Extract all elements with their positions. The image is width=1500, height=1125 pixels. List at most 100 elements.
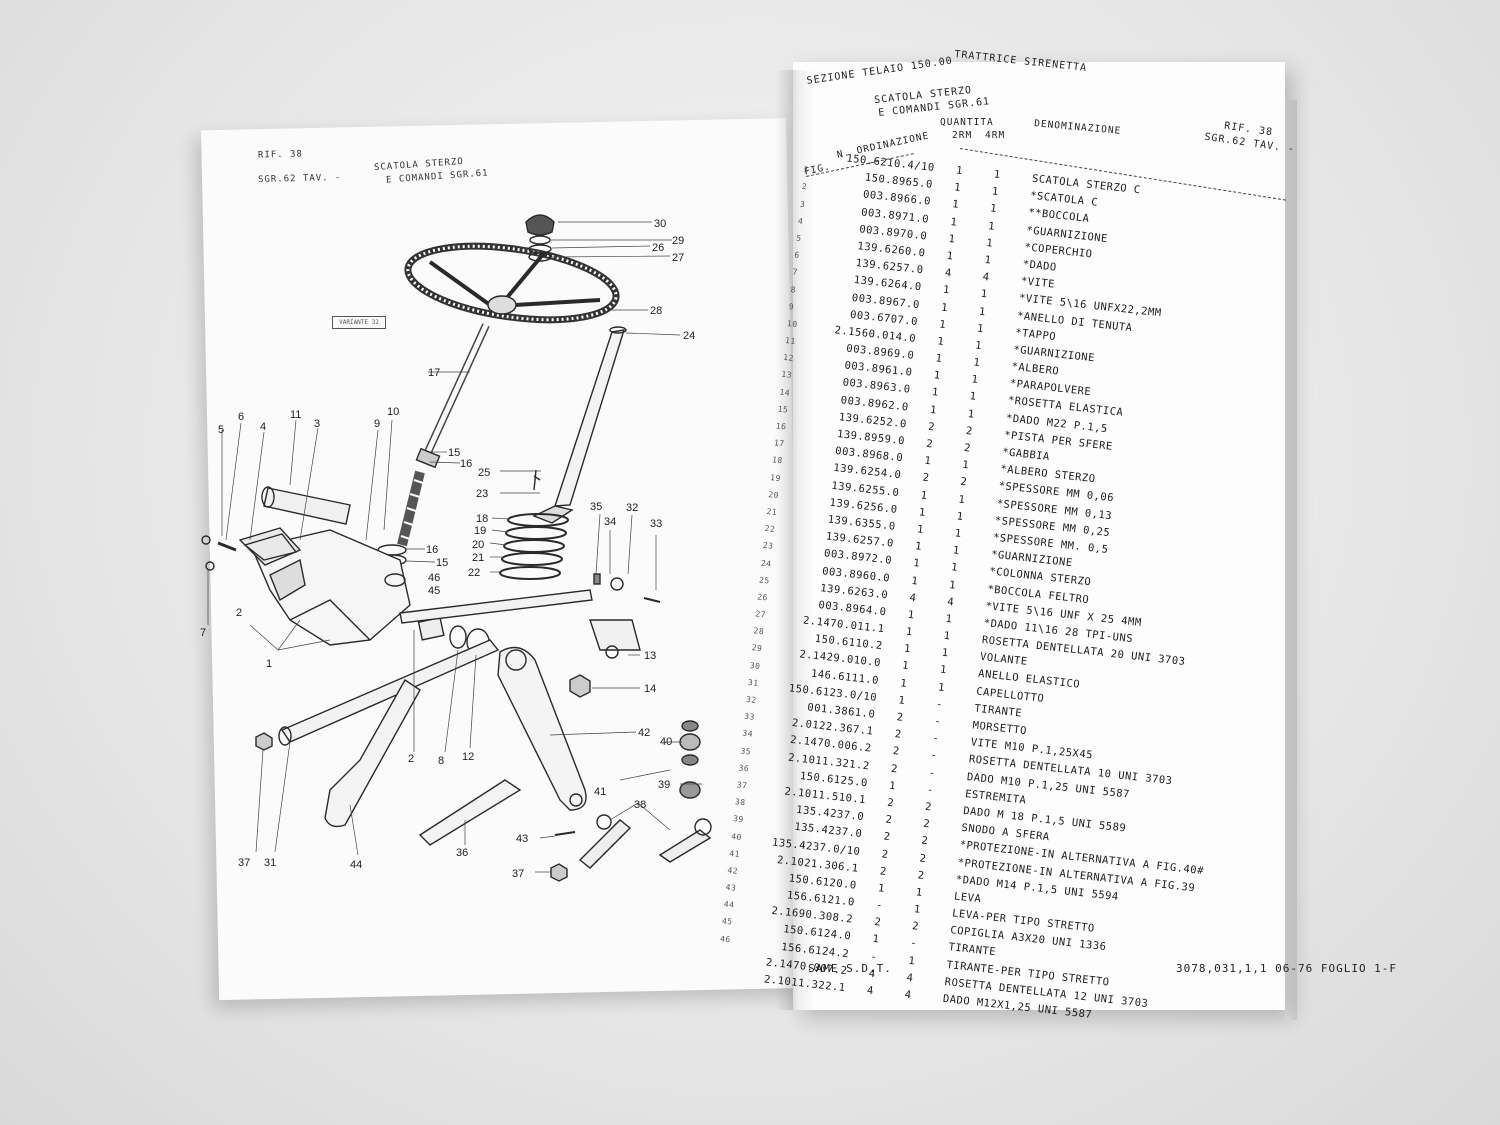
row-qty-4rm: 1 <box>954 527 963 540</box>
row-qty-4rm: - <box>926 783 935 797</box>
row-qty-4rm: 1 <box>915 886 924 899</box>
row-fig-ref: 44 <box>723 899 735 910</box>
row-fig-ref: 42 <box>727 865 739 876</box>
row-qty-2rm: 1 <box>942 283 951 297</box>
row-qty-4rm: 2 <box>965 424 974 438</box>
row-fig-ref: 18 <box>771 455 784 466</box>
callout-37b: 37 <box>512 868 524 880</box>
callout-30: 30 <box>654 218 666 230</box>
steering-wheel-drawing <box>404 242 620 324</box>
row-qty-2rm: 1 <box>923 454 932 468</box>
row-fig-ref: 27 <box>754 609 767 620</box>
row-qty-4rm: 1 <box>907 954 916 968</box>
row-qty-4rm: 4 <box>946 595 955 609</box>
callout-21: 21 <box>472 552 484 564</box>
row-qty-4rm: 2 <box>963 441 972 455</box>
row-qty-4rm: 1 <box>972 356 981 370</box>
callout-44: 44 <box>350 859 362 871</box>
row-qty-4rm: - <box>935 698 944 711</box>
row-fig-ref: 24 <box>760 558 773 569</box>
callout-16a: 16 <box>460 458 472 470</box>
row-fig-ref: 45 <box>721 916 734 928</box>
row-qty-2rm: 1 <box>931 386 940 400</box>
callout-2a: 2 <box>236 607 242 619</box>
row-qty-2rm: 1 <box>933 369 942 383</box>
row-qty-2rm: 1 <box>916 523 925 536</box>
callout-14: 14 <box>644 683 656 695</box>
callout-26: 26 <box>652 242 664 254</box>
row-qty-4rm: 1 <box>944 612 953 626</box>
callout-43: 43 <box>516 833 528 845</box>
row-qty-2rm: 2 <box>881 847 890 861</box>
row-qty-4rm: 1 <box>989 202 998 216</box>
row-fig-ref: 19 <box>769 472 782 483</box>
row-qty-4rm: 1 <box>970 373 979 387</box>
row-qty-2rm: 2 <box>884 813 893 827</box>
row-fig-ref: 2 <box>801 182 808 192</box>
footer-left: SAME S.D.T. <box>808 962 892 975</box>
row-fig-ref: 4 <box>797 216 804 226</box>
row-fig-ref: 31 <box>747 677 760 688</box>
callout-15b: 15 <box>436 557 448 569</box>
row-qty-2rm: 1 <box>947 232 957 246</box>
row-qty-2rm: 2 <box>890 762 899 776</box>
row-fig-ref: 43 <box>725 882 737 893</box>
callout-8: 8 <box>438 755 444 767</box>
row-fig-ref: 8 <box>790 284 797 295</box>
callout-13: 13 <box>644 650 656 662</box>
variant-tag: VARIANTE 32 <box>332 316 386 329</box>
callout-16b: 16 <box>426 544 438 556</box>
row-fig-ref: 14 <box>779 387 791 398</box>
row-qty-4rm: 1 <box>987 219 996 233</box>
row-qty-2rm: 1 <box>918 506 927 519</box>
callout-42: 42 <box>638 727 650 739</box>
callout-40: 40 <box>660 736 672 748</box>
callout-32: 32 <box>626 502 638 514</box>
row-fig-ref: 30 <box>749 660 761 671</box>
row-qty-4rm: 1 <box>941 646 950 660</box>
callout-5: 5 <box>218 424 224 436</box>
row-qty-4rm: 1 <box>974 339 983 353</box>
row-qty-4rm: 1 <box>980 288 989 301</box>
row-fig-ref: 7 <box>792 267 799 278</box>
book-gutter <box>775 70 815 1010</box>
callout-19: 19 <box>474 525 486 537</box>
callout-18: 18 <box>476 513 488 525</box>
row-qty-4rm: 2 <box>917 869 926 882</box>
row-qty-4rm: 1 <box>913 903 922 916</box>
row-fig-ref: 3 <box>799 199 806 209</box>
callout-15a: 15 <box>448 447 460 459</box>
callout-24: 24 <box>683 330 695 342</box>
row-qty-2rm: 2 <box>927 420 936 434</box>
row-fig-ref: 20 <box>767 489 780 500</box>
callout-4: 4 <box>260 421 266 433</box>
row-fig-ref: 41 <box>728 848 741 859</box>
row-qty-2rm: 2 <box>873 916 882 929</box>
callout-7: 7 <box>200 627 206 639</box>
row-qty-2rm: 1 <box>929 403 938 417</box>
row-qty-4rm: - <box>928 766 937 780</box>
row-qty-2rm: 1 <box>905 625 914 639</box>
row-qty-4rm: 1 <box>952 544 961 558</box>
row-qty-2rm: 2 <box>892 745 901 758</box>
row-fig-ref: 10 <box>786 318 799 329</box>
row-qty-4rm: 4 <box>904 988 913 1002</box>
row-qty-4rm: 2 <box>911 920 920 933</box>
callout-28: 28 <box>650 305 662 317</box>
row-qty-2rm: 1 <box>951 198 960 212</box>
row-qty-2rm: 4 <box>908 591 918 605</box>
row-qty-4rm: 1 <box>937 681 946 694</box>
row-qty-2rm: 1 <box>949 215 958 229</box>
callout-27: 27 <box>672 252 684 264</box>
row-fig-ref: 1 <box>803 165 810 175</box>
row-fig-ref: 39 <box>732 814 745 825</box>
row-fig-ref: 5 <box>795 233 803 243</box>
callout-6: 6 <box>238 411 244 423</box>
callout-45: 45 <box>428 585 440 597</box>
page-stack-edge <box>1285 100 1297 1020</box>
callout-38: 38 <box>634 799 646 811</box>
callout-3: 3 <box>314 418 320 430</box>
callout-1: 1 <box>266 658 272 670</box>
row-fig-ref: 29 <box>751 643 763 654</box>
